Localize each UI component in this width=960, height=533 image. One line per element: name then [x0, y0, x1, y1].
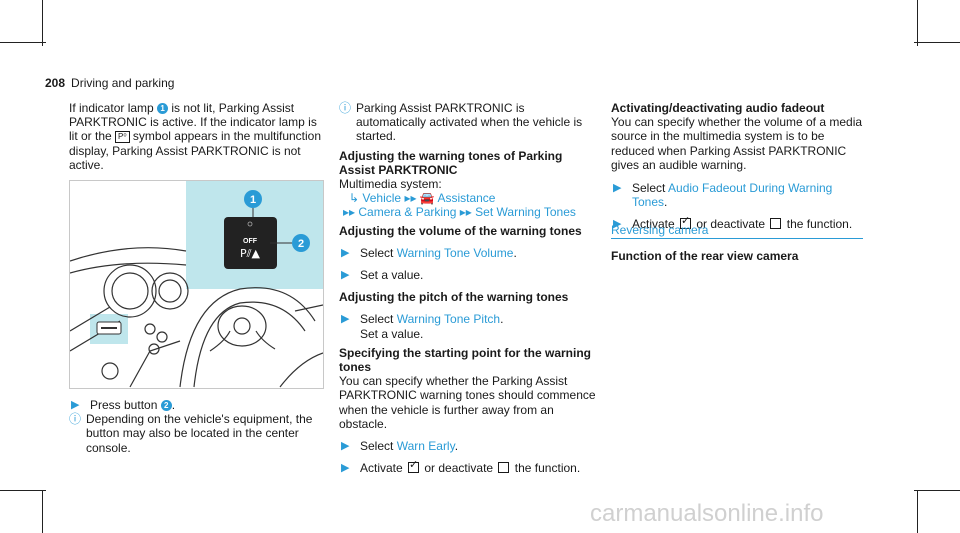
crop-mark	[914, 42, 960, 43]
page-number: 208	[45, 76, 66, 90]
callout-badge: 2	[160, 400, 172, 411]
assistance-icon: 🚘	[419, 191, 435, 206]
checked-box-icon	[408, 458, 420, 474]
figure-callout-1	[244, 190, 262, 208]
heading-audio-fadeout: Activating/deactivating audio fadeout	[611, 101, 825, 115]
info-note: ⓘ Parking Assist PARKTRONIC is automatic…	[339, 101, 583, 144]
instruction-step: ▶ Press button 2.	[71, 398, 176, 412]
crop-mark	[42, 490, 43, 533]
svg-text:OFF: OFF	[243, 238, 258, 245]
step-arrow-icon: ▶	[341, 313, 350, 326]
unchecked-box-icon	[770, 218, 782, 230]
instruction-step: ▶ Set a value.	[341, 268, 424, 283]
watermark: carmanualsonline.info	[590, 500, 824, 527]
instruction-step: ▶ Select Warning Tone Volume.	[341, 245, 517, 260]
dashboard-illustration: 1 OFF P⫽▲ 2	[69, 181, 324, 388]
parktronic-button	[224, 217, 277, 269]
multimedia-label: Multimedia system:	[339, 177, 442, 192]
svg-text:2: 2	[298, 238, 304, 250]
step-arrow-icon: ▶	[341, 462, 350, 475]
svg-text:1: 1	[250, 194, 256, 206]
step-arrow-icon: ▶	[341, 440, 350, 453]
info-icon: ⓘ	[339, 101, 352, 115]
menu-path: ↳ Vehicle ▸▸ 🚘 Assistance	[349, 191, 496, 206]
callout-badge: 1	[157, 103, 169, 114]
crop-mark	[917, 0, 918, 46]
menu-path-2: ▸▸ Camera & Parking ▸▸ Set Warning Tones	[343, 205, 576, 220]
unchecked-box-icon	[498, 462, 510, 474]
instruction-step: ▶ Activate or deactivate the function.	[339, 458, 597, 475]
heading-starting-point: Specifying the starting point for the wa…	[339, 345, 592, 375]
checked-box-icon	[680, 214, 692, 230]
parktronic-off-icon: P⁰	[115, 131, 130, 144]
intro-paragraph: If indicator lamp 1 is not lit, Parking …	[69, 101, 322, 172]
heading-rear-view-camera: Function of the rear view camera	[611, 249, 799, 263]
left-column-lower: ▶ Press button 2. ⓘ Depending on the veh…	[69, 398, 325, 455]
crop-mark	[917, 490, 918, 533]
instruction-step: ▶ Activate or deactivate the function.	[611, 214, 869, 231]
section-rule	[611, 238, 863, 239]
crop-mark	[0, 42, 46, 43]
step-arrow-icon: ▶	[341, 246, 350, 259]
crop-mark	[42, 0, 43, 46]
crop-mark	[914, 490, 960, 491]
info-note: ⓘ Depending on the vehicle's equipment, …	[69, 412, 313, 455]
starting-point-text: You can specify whether the Parking Assi…	[339, 374, 596, 431]
middle-column: ⓘ Parking Assist PARKTRONIC is automatic…	[339, 101, 597, 475]
figure-callout-2	[292, 234, 310, 252]
heading-warning-tones: Adjusting the warning tones of Parking A…	[339, 148, 563, 177]
step-arrow-icon: ▶	[341, 269, 350, 282]
step-arrow-icon: ▶	[71, 399, 80, 411]
heading-pitch: Adjusting the pitch of the warning tones	[339, 290, 569, 305]
heading-volume: Adjusting the volume of the warning tone…	[339, 223, 582, 238]
info-icon: ⓘ	[69, 412, 82, 427]
crop-mark	[0, 490, 46, 491]
step-arrow-icon: ▶	[613, 218, 622, 231]
page-header: 208 Driving and parking	[45, 76, 174, 90]
step-arrow-icon: ▶	[613, 182, 622, 195]
instruction-step: ▶ Select Warn Early.	[341, 439, 459, 454]
instruction-step: ▶ Select Warning Tone Pitch.Set a value.	[341, 312, 504, 341]
svg-text:P⫽▲: P⫽▲	[240, 247, 261, 260]
right-column: Activating/deactivating audio fadeout Yo…	[611, 101, 869, 232]
section-title: Driving and parking	[71, 76, 175, 90]
audio-fadeout-text: You can specify whether the volume of a …	[611, 115, 863, 172]
section-heading-reversing-camera: Reversing camera	[611, 223, 709, 237]
left-column: If indicator lamp 1 is not lit, Parking …	[69, 101, 325, 172]
instruction-step: ▶ Select Audio Fadeout During Warning To…	[613, 181, 833, 210]
dashboard-figure: 1 OFF P⫽▲ 2	[69, 180, 324, 389]
